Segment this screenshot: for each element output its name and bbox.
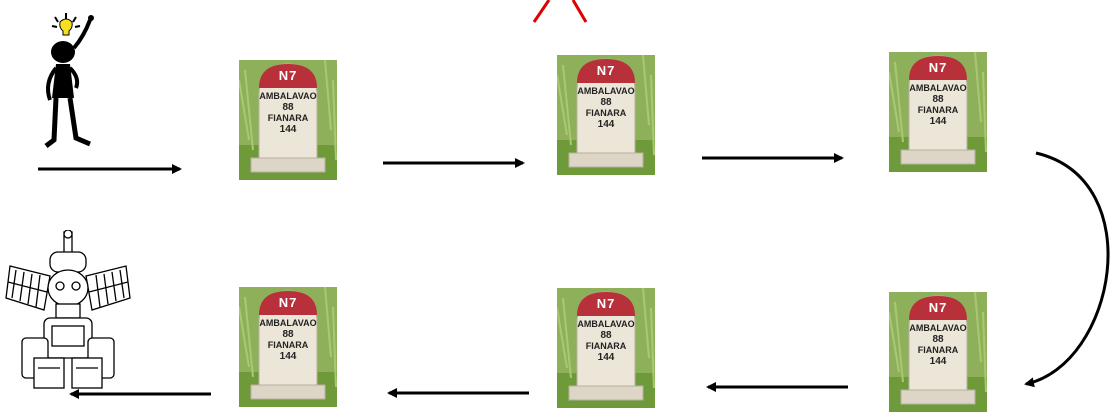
milestone-6: N7 AMBALAVAO 88 FIANARA 144 bbox=[239, 287, 337, 407]
robot-icon bbox=[5, 230, 131, 389]
milestone-4: N7 AMBALAVAO 88 FIANARA 144 bbox=[889, 292, 987, 412]
milestone-2: N7 AMBALAVAO 88 FIANARA 144 bbox=[557, 55, 655, 175]
milestone-marker-icon bbox=[239, 60, 337, 180]
thinking-man-icon bbox=[44, 13, 94, 148]
cross-mark-icon bbox=[532, 0, 588, 23]
milestone-marker-icon bbox=[889, 292, 987, 412]
milestone-marker-icon bbox=[557, 55, 655, 175]
milestone-marker-icon bbox=[239, 287, 337, 407]
arrow-m3-to-m4-curve bbox=[1024, 151, 1110, 388]
milestone-1: N7 AMBALAVAO 88 FIANARA 144 bbox=[239, 60, 337, 180]
milestone-5: N7 AMBALAVAO 88 FIANARA 144 bbox=[557, 288, 655, 408]
milestone-3: N7 AMBALAVAO 88 FIANARA 144 bbox=[889, 52, 987, 172]
milestone-marker-icon bbox=[889, 52, 987, 172]
milestone-marker-icon bbox=[557, 288, 655, 408]
